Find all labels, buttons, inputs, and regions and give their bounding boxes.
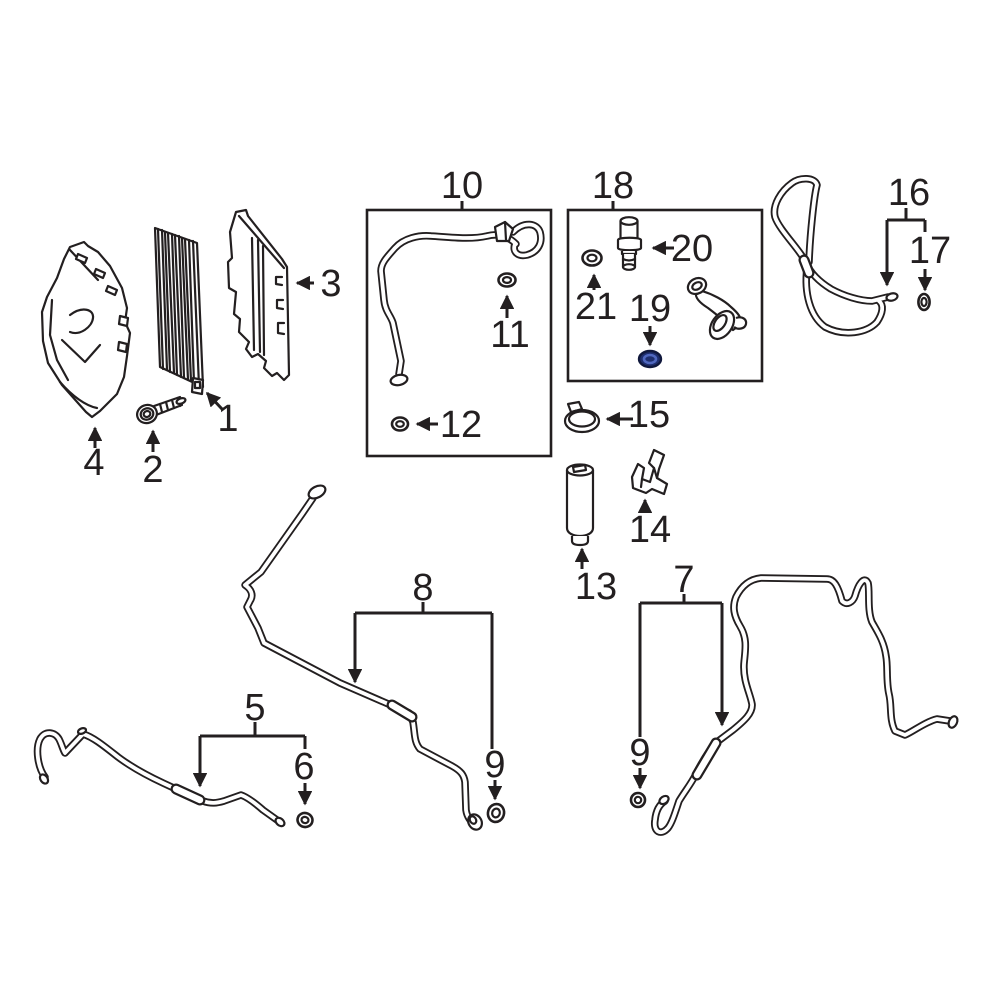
callout-9b: 9	[629, 732, 650, 774]
part-7-hose	[655, 578, 959, 832]
part-16-hose	[774, 179, 899, 333]
callout-13: 13	[575, 566, 617, 608]
callout-leaders	[87, 201, 933, 806]
part-2-bolt	[136, 395, 187, 425]
callout-19: 19	[629, 288, 671, 330]
callout-1: 1	[217, 398, 238, 440]
part-3-fan-shroud	[226, 208, 291, 382]
part-18-pipe-fragment	[686, 276, 748, 341]
part-4-air-deflector	[40, 240, 132, 419]
callout-15: 15	[628, 394, 670, 436]
callout-3: 3	[320, 263, 341, 305]
part-6-oring	[296, 811, 314, 829]
part-21-seal	[581, 249, 603, 267]
part-20-valve	[616, 216, 643, 271]
callout-7: 7	[673, 559, 694, 601]
callout-17: 17	[909, 230, 951, 272]
callout-21: 21	[575, 286, 617, 328]
part-17-oring	[917, 292, 931, 312]
callout-16: 16	[888, 172, 930, 214]
callout-14: 14	[629, 509, 671, 551]
part-12-oring	[390, 416, 410, 432]
callout-6: 6	[293, 746, 314, 788]
callout-2: 2	[142, 449, 163, 491]
assembly-box-18	[566, 208, 764, 383]
callout-8: 8	[412, 567, 433, 609]
part-15-clamp	[563, 400, 601, 434]
part-5-pipe	[38, 727, 286, 828]
callout-11: 11	[490, 314, 529, 356]
callout-9a: 9	[484, 744, 505, 786]
part-11-oring	[497, 272, 517, 288]
callout-18: 18	[592, 165, 634, 207]
part-9b-oring	[629, 791, 647, 809]
part-13-drier	[565, 463, 595, 547]
part-10-ac-hose	[381, 222, 541, 387]
part-8-pipe	[245, 484, 484, 831]
part-9a-oring	[486, 802, 506, 824]
assembly-box-10	[365, 208, 553, 458]
part-14-bracket	[630, 448, 669, 496]
callout-20: 20	[671, 228, 713, 270]
callout-4: 4	[83, 442, 104, 484]
callout-5: 5	[244, 687, 265, 729]
callout-numbers: 1 2 3 4 5 6 7 8 9 9 10 11 12 13 14 15 16…	[83, 165, 951, 788]
part-19-oring-highlighted	[637, 349, 663, 369]
callout-12: 12	[440, 404, 482, 446]
part-1-condenser	[153, 226, 205, 396]
callout-10: 10	[441, 165, 483, 207]
